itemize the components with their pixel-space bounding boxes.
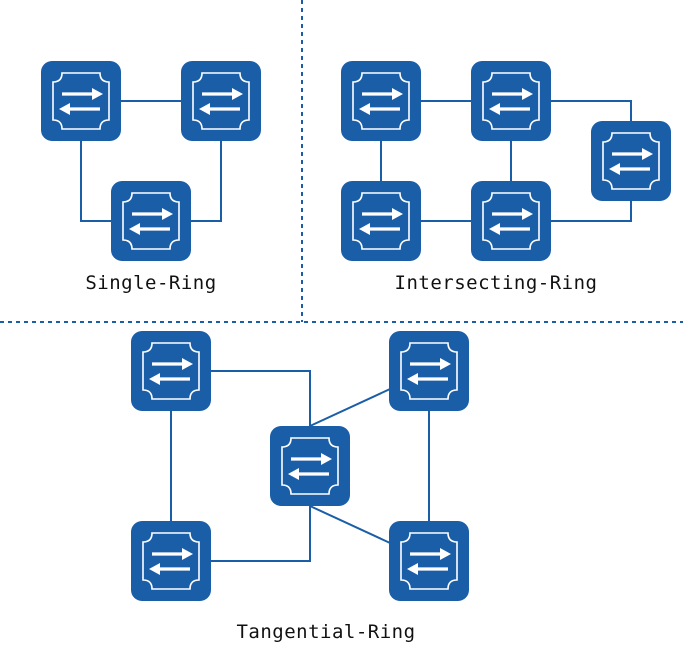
arrow-left-head xyxy=(149,373,160,385)
arrow-right-head xyxy=(182,358,193,370)
switch-frame xyxy=(482,192,540,250)
arrow-right-head xyxy=(232,88,243,100)
switch-frame xyxy=(482,72,540,130)
arrow-right-head xyxy=(522,88,533,100)
switch-frame xyxy=(281,437,339,495)
switch-frame xyxy=(352,72,410,130)
switch-body xyxy=(389,331,469,411)
switch-icon xyxy=(341,61,421,141)
switch-frame xyxy=(142,532,200,590)
switch-frame xyxy=(352,192,410,250)
arrow-left-head xyxy=(407,563,418,575)
arrow-right-head xyxy=(392,208,403,220)
switch-icon xyxy=(471,61,551,141)
arrow-left-head xyxy=(129,223,140,235)
arrow-right-head xyxy=(92,88,103,100)
arrow-left-head xyxy=(288,468,299,480)
switch-icon xyxy=(131,521,211,601)
switch-body xyxy=(131,521,211,601)
switch-body xyxy=(131,331,211,411)
switch-icon xyxy=(41,61,121,141)
switch-frame xyxy=(142,342,200,400)
arrow-left-head xyxy=(359,103,370,115)
caption-intersecting-ring: Intersecting-Ring xyxy=(394,272,598,294)
arrow-right-head xyxy=(182,548,193,560)
caption-single-ring: Single-Ring xyxy=(85,272,217,294)
arrow-left-head xyxy=(149,563,160,575)
panel-dividers xyxy=(0,0,683,323)
arrow-right-head xyxy=(321,453,332,465)
caption-tangential-ring: Tangential-Ring xyxy=(236,621,416,643)
switch-icon xyxy=(389,331,469,411)
switch-body xyxy=(111,181,191,261)
switch-body xyxy=(41,61,121,141)
switch-frame xyxy=(122,192,180,250)
switch-icon xyxy=(389,521,469,601)
switch-icon xyxy=(591,121,671,201)
switch-frame xyxy=(400,342,458,400)
switch-icon xyxy=(181,61,261,141)
switch-body xyxy=(181,61,261,141)
switch-body xyxy=(389,521,469,601)
switch-body xyxy=(591,121,671,201)
switch-body xyxy=(270,426,350,506)
switch-body xyxy=(471,181,551,261)
arrow-left-head xyxy=(59,103,70,115)
arrow-right-head xyxy=(392,88,403,100)
arrow-left-head xyxy=(489,223,500,235)
switch-frame xyxy=(192,72,250,130)
arrow-right-head xyxy=(440,548,451,560)
arrow-right-head xyxy=(642,148,653,160)
arrow-left-head xyxy=(489,103,500,115)
switch-icon xyxy=(270,426,350,506)
arrow-right-head xyxy=(522,208,533,220)
switch-icon xyxy=(131,331,211,411)
arrow-left-head xyxy=(359,223,370,235)
switch-frame xyxy=(602,132,660,190)
switch-body xyxy=(341,181,421,261)
arrow-left-head xyxy=(199,103,210,115)
arrow-left-head xyxy=(609,163,620,175)
switch-frame xyxy=(400,532,458,590)
arrow-left-head xyxy=(407,373,418,385)
switch-icon xyxy=(471,181,551,261)
switch-nodes xyxy=(41,61,671,601)
switch-frame xyxy=(52,72,110,130)
switch-body xyxy=(471,61,551,141)
switch-icon xyxy=(341,181,421,261)
switch-icon xyxy=(111,181,191,261)
arrow-right-head xyxy=(440,358,451,370)
arrow-right-head xyxy=(162,208,173,220)
switch-body xyxy=(341,61,421,141)
